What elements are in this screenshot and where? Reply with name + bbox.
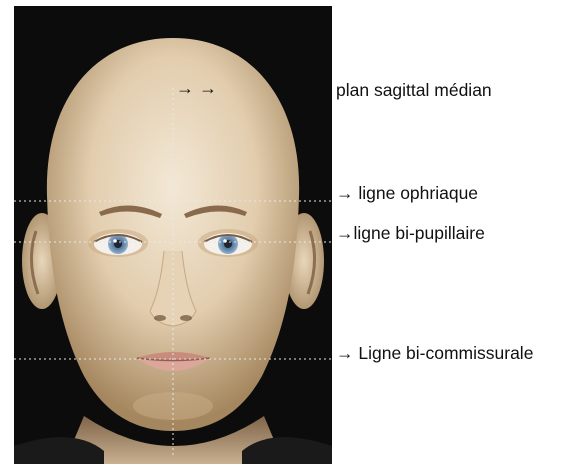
sagittal-arrows: → →	[176, 78, 217, 98]
label-ophriaque: → ligne ophriaque	[336, 183, 478, 203]
label-sagittal: plan sagittal médian	[336, 80, 492, 100]
label-bicommissurale: → Ligne bi-commissurale	[336, 343, 533, 363]
label-bipupillaire: →ligne bi-pupillaire	[336, 223, 485, 243]
face-illustration	[14, 6, 332, 464]
nostril-right	[180, 315, 192, 321]
nostril-left	[154, 315, 166, 321]
face-diagram	[14, 6, 332, 464]
chin	[133, 392, 213, 420]
